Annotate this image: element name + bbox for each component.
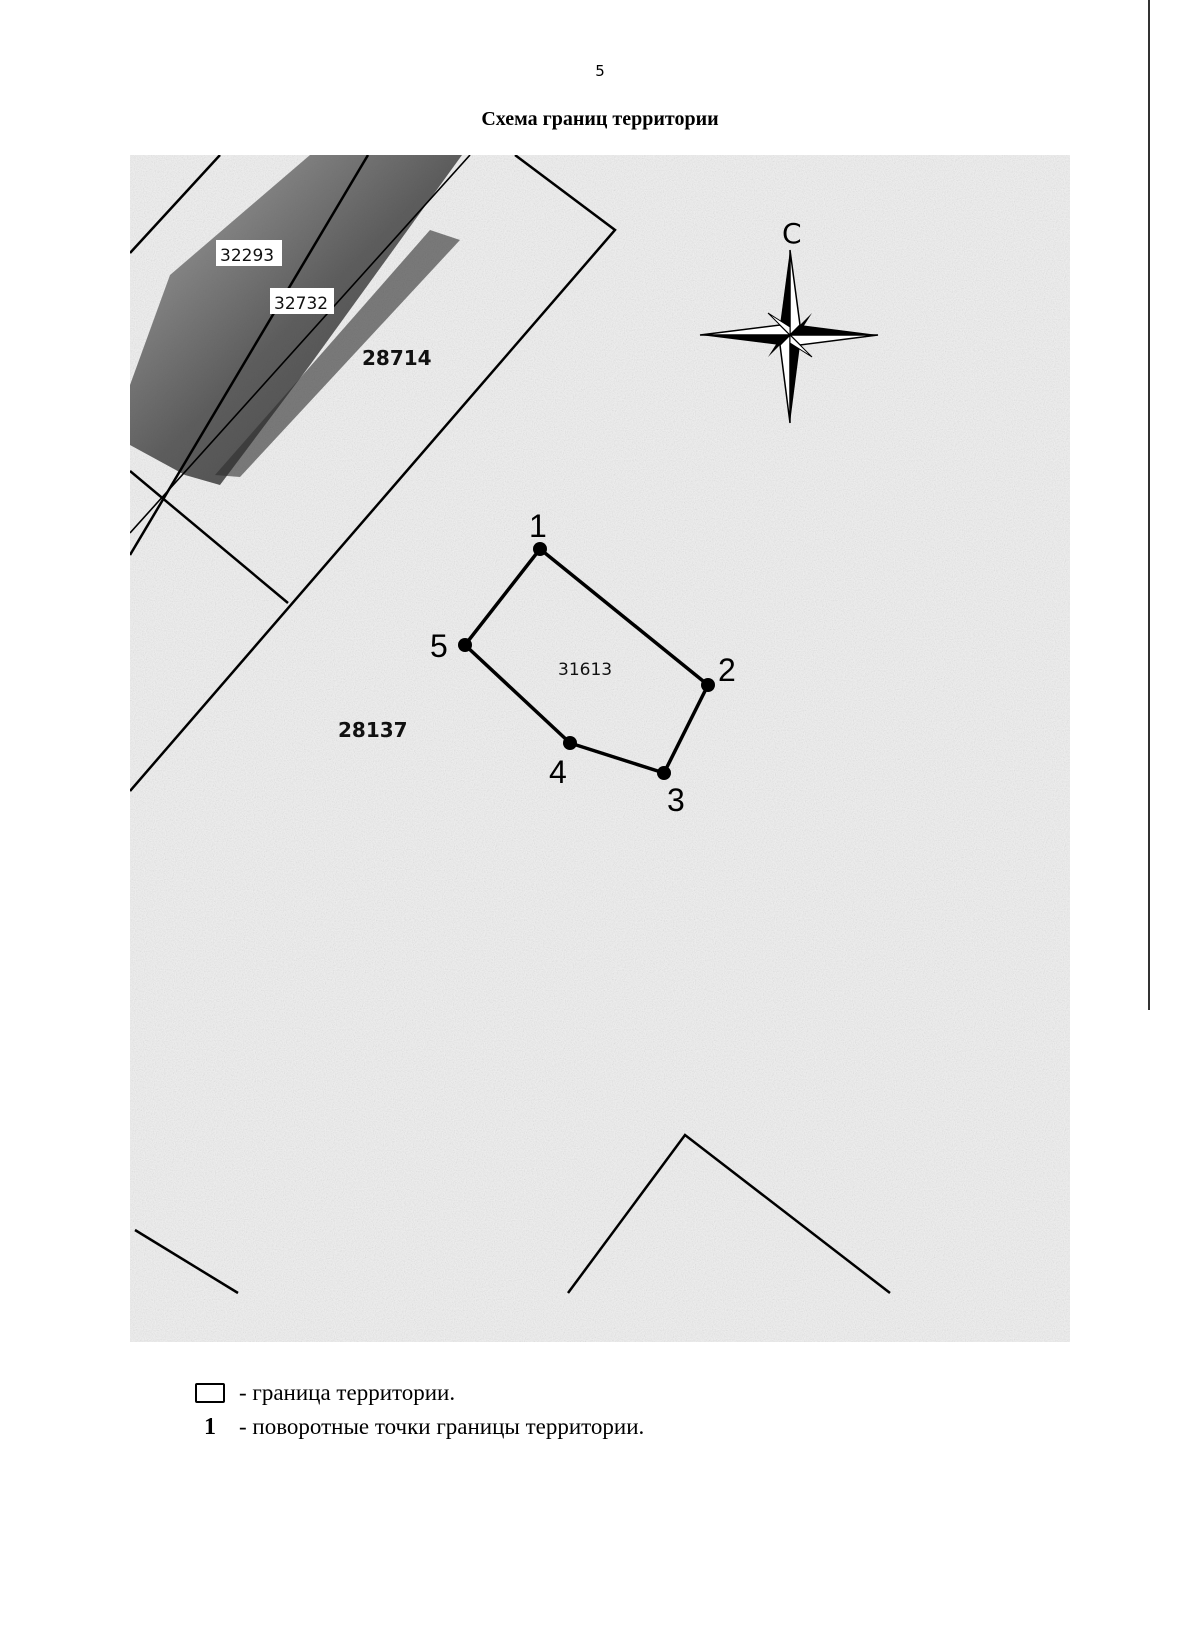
- compass-rose-icon: [699, 249, 879, 424]
- legend-point-symbol: 1: [204, 1413, 216, 1440]
- parcel-label-bg: [216, 240, 282, 266]
- territory-boundary: [463, 547, 710, 775]
- legend-row-boundary: - граница территории.: [195, 1376, 644, 1410]
- building-strip: [215, 230, 460, 477]
- page-title: Схема границ территории: [481, 108, 719, 130]
- turning-point-3: [657, 766, 671, 780]
- turning-point-5: [458, 638, 472, 652]
- legend: - граница территории. 1 - поворотные точ…: [195, 1376, 644, 1444]
- building-dark: [130, 155, 462, 485]
- parcel-label-bg: [270, 288, 334, 314]
- legend-points-text: - поворотные точки границы территории.: [239, 1414, 645, 1439]
- map-frame: 32293 32732 28714 28137 С 31613: [130, 155, 1070, 1342]
- parcel-label-28137: 28137: [338, 718, 408, 742]
- parcel-label-32293: 32293: [220, 246, 274, 266]
- parcel-label-28714: 28714: [362, 346, 432, 370]
- turning-point-1: [533, 542, 547, 556]
- point-label-2: 2: [718, 652, 736, 688]
- parcel-label-32732: 32732: [274, 294, 328, 314]
- cadastral-boundaries: [130, 155, 891, 1295]
- point-label-1: 1: [529, 508, 547, 544]
- point-label-4: 4: [549, 754, 567, 790]
- north-label: С: [782, 217, 802, 250]
- turning-point-2: [701, 678, 715, 692]
- turning-point-4: [563, 736, 577, 750]
- page-number: 5: [595, 62, 605, 80]
- legend-boundary-text: - граница территории.: [239, 1380, 456, 1405]
- turning-points: [458, 542, 715, 780]
- cadastral-map: 32293 32732 28714 28137 С 31613: [130, 155, 1070, 1342]
- point-label-5: 5: [430, 628, 448, 664]
- territory-label: 31613: [558, 660, 612, 680]
- scan-edge-line: [1148, 0, 1150, 1010]
- boundary-symbol-icon: [195, 1383, 225, 1403]
- point-label-3: 3: [667, 782, 685, 818]
- legend-row-points: 1 - поворотные точки границы территории.: [195, 1410, 644, 1444]
